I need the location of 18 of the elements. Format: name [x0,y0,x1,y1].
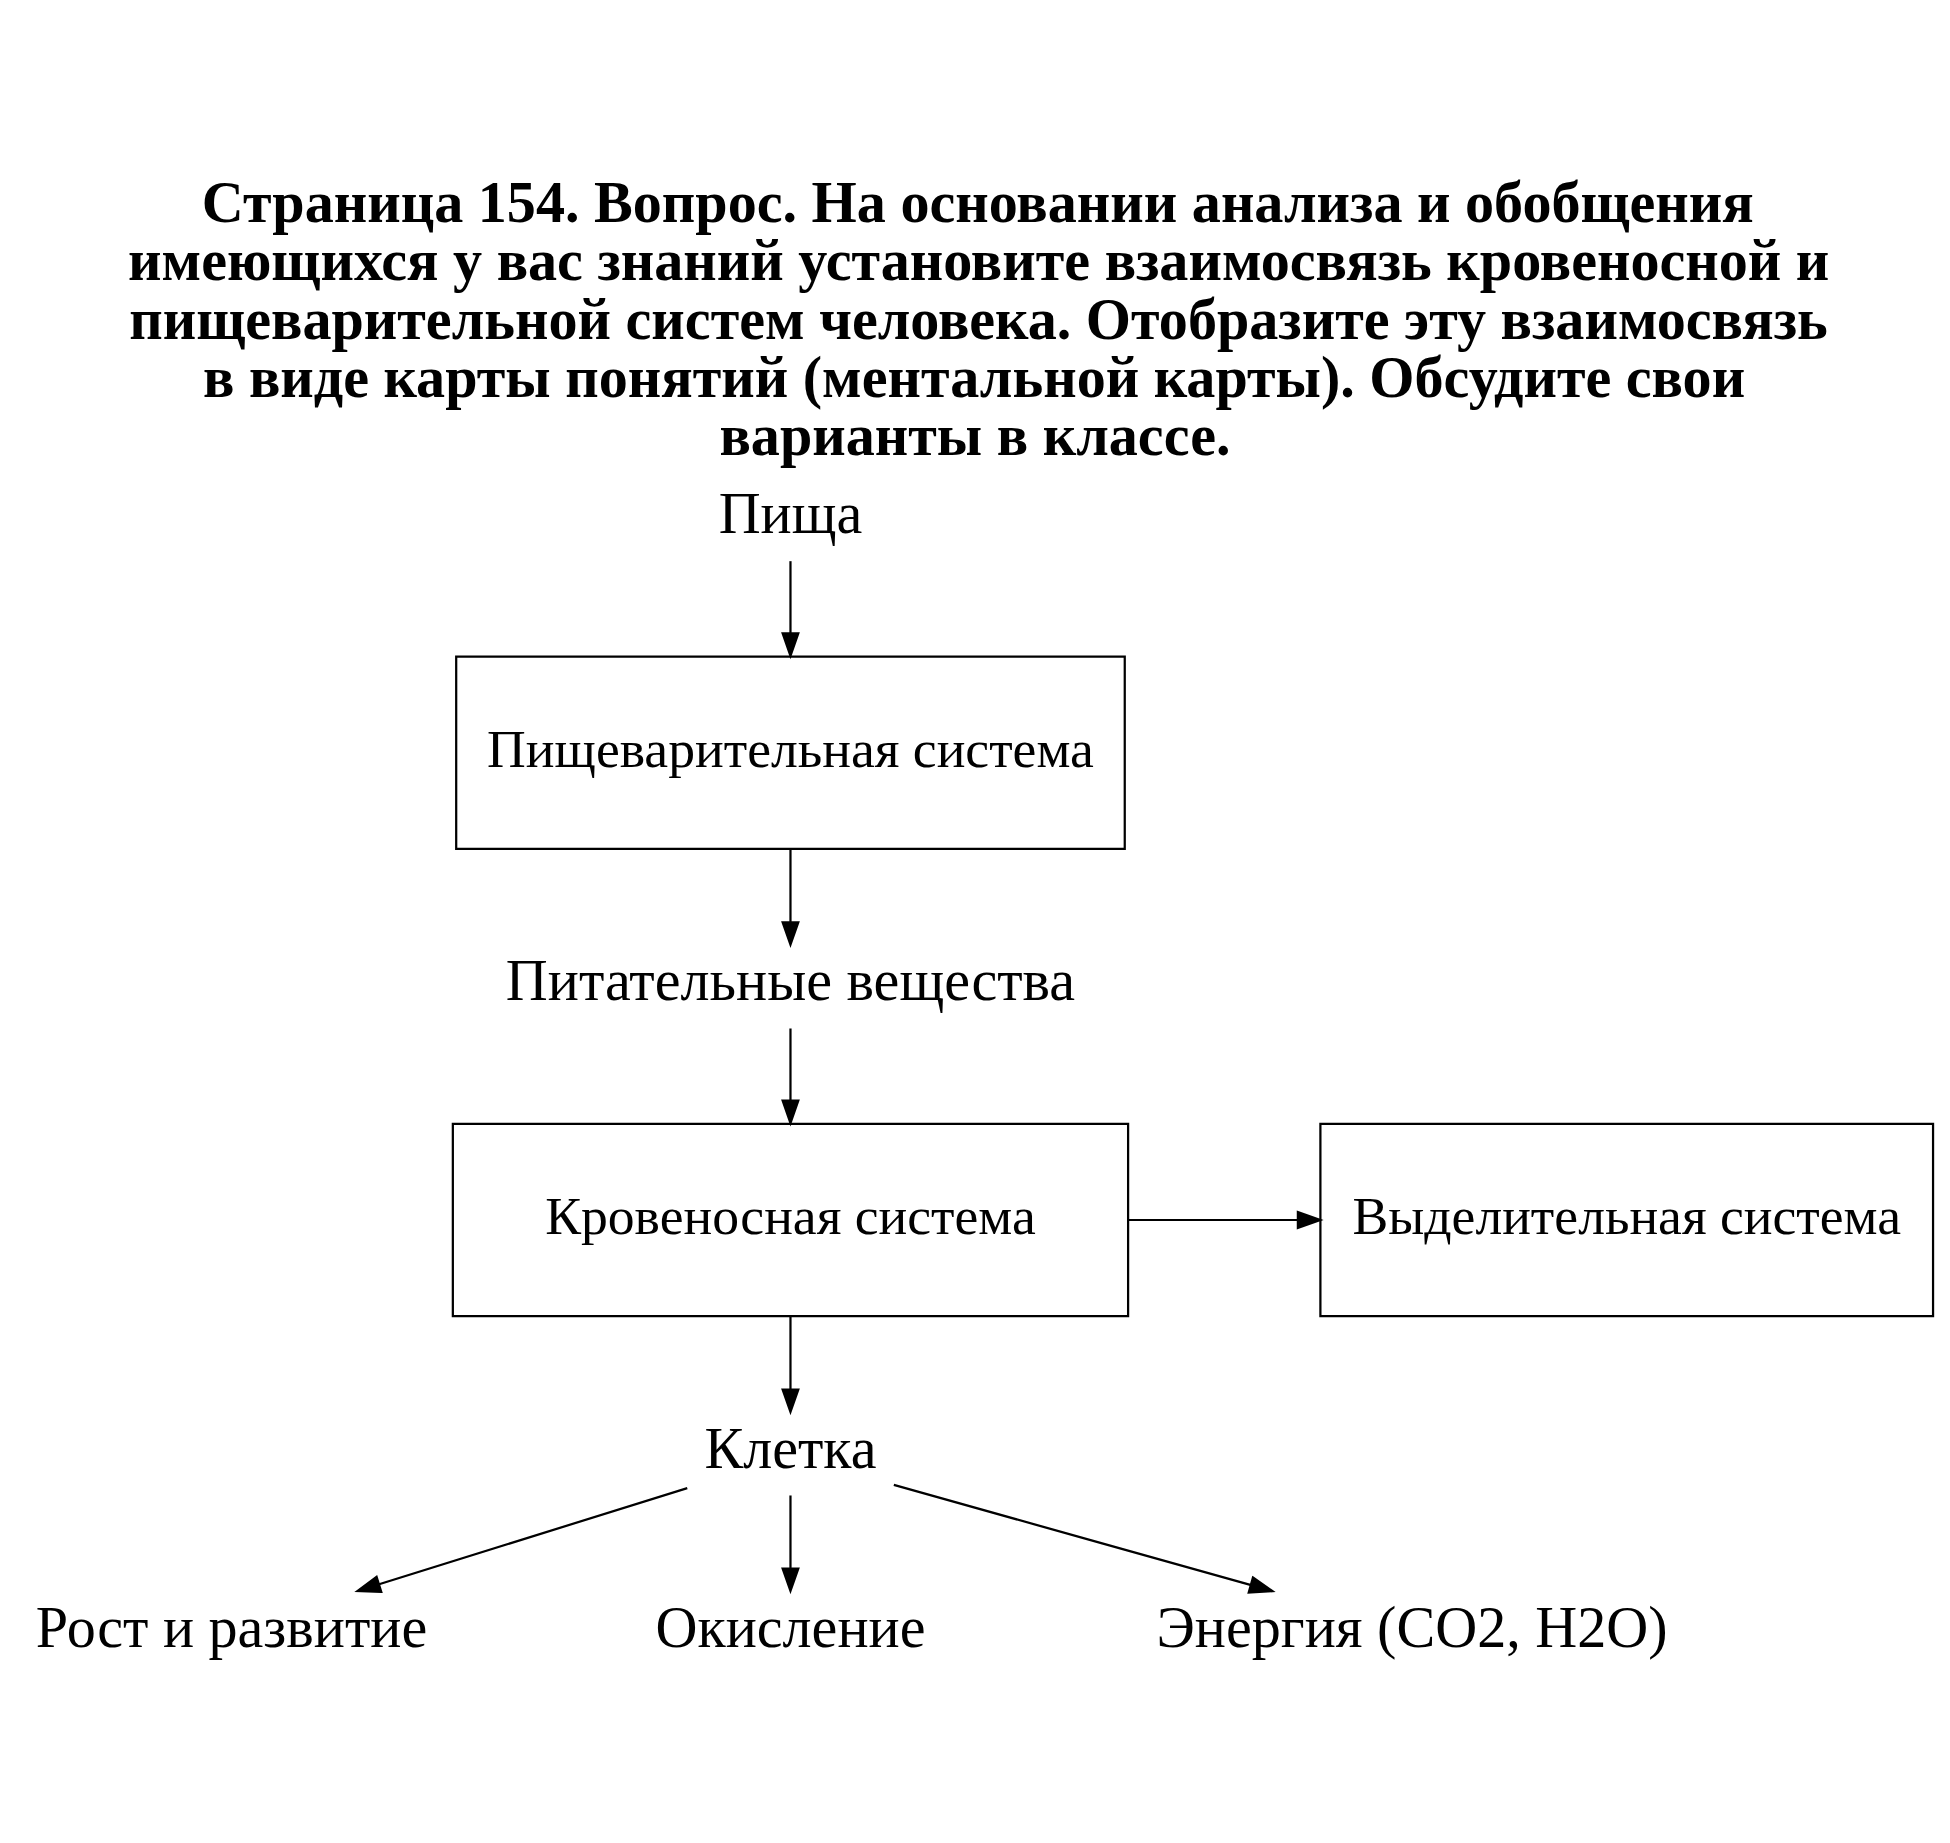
diagram-title: Страница 154. Вопрос. На основании анализа и обобщения имеющихся у вас знаний установите взаимосвязь кровеносной и пищеварительной систем человека. Отобразите эту взаимосвязь в виде карты понятий (ментальной карты). Обсудите свои варианты в классе. [127,170,1829,468]
arrow [780,561,800,660]
node-text: Пища [718,481,862,547]
node-box: Пищеварительная система [454,655,1126,850]
node-text: Клетка [703,1415,877,1481]
arrow [780,1495,800,1595]
arrow [1128,1210,1324,1230]
node-text: Питательные вещества [505,948,1075,1014]
arrow [780,1028,800,1127]
arrow [893,1483,1276,1594]
arrow [780,1316,800,1416]
arrow [353,1487,688,1593]
node-text: Окисление [655,1594,925,1660]
node-box: Выделительная система [1318,1122,1934,1318]
arrow [780,849,800,948]
node-text: Энергия (CO2, H2O) [1156,1594,1668,1660]
node-text: Рост и развитие [35,1594,427,1660]
node-box: Кровеносная система [451,1122,1129,1318]
